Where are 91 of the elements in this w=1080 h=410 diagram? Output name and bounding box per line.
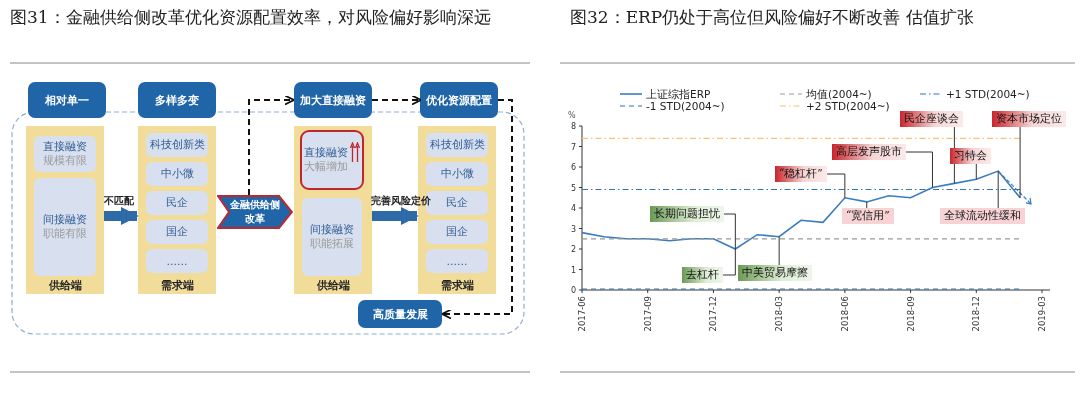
sub-text: 大幅增加 [304, 160, 348, 174]
sub-text: 规模有限 [43, 154, 87, 168]
category-box [426, 162, 488, 186]
tick-label: 7 [570, 142, 576, 152]
tick-label: 0 [570, 286, 576, 295]
legend-label: +1 STD(2004~) [946, 88, 1030, 100]
tick-label: 8 [570, 122, 576, 131]
tick-label: 4 [570, 204, 576, 213]
stage-box: 高质量发展 [358, 300, 442, 328]
category-text: 国企 [166, 225, 188, 239]
column-label: 需求端 [439, 279, 475, 293]
category-box [34, 178, 96, 276]
edge-label: 完善风险定价 [371, 194, 431, 208]
tick-label: 2017-06 [577, 296, 587, 332]
axis-title: % [568, 111, 576, 120]
category-text: …… [166, 255, 188, 267]
annotation-label: “宽信用” [842, 208, 894, 224]
category-text: 民企 [166, 196, 188, 210]
category-box [426, 133, 488, 157]
reform-chevron: 金融供给侧改革 [217, 195, 293, 229]
category-text: 科技创新类 [429, 138, 485, 152]
tick-label: 3 [570, 224, 576, 234]
annotation-label: “稳杠杆” [775, 166, 827, 182]
arrow [248, 94, 295, 196]
category-box [426, 220, 488, 244]
sub-text: 职能拓展 [310, 237, 354, 251]
category-text: 国企 [446, 225, 468, 239]
category-text: 间接融资 [43, 213, 87, 227]
legend-label: -1 STD(2004~) [646, 100, 725, 112]
column-label: 供给端 [47, 279, 83, 293]
figure-title: 图31：金融供给侧改革优化资源配置效率，对风险偏好影响深远 [10, 6, 492, 29]
annotation-label: 中美贸易摩擦 [738, 265, 812, 281]
column-panel [138, 126, 216, 294]
legend-item: +1 STD(2004~) [919, 88, 1030, 100]
highlighted-category-box [300, 130, 364, 190]
category-box [146, 191, 208, 215]
category-box [146, 249, 208, 273]
legend-item: 均值(2004~) [779, 88, 872, 100]
legend-label: 上证综指ERP [646, 88, 711, 100]
stage-box: 优化资源配置 [420, 82, 498, 118]
tick-label: 5 [570, 183, 576, 193]
legend-label: 均值(2004~) [805, 88, 872, 100]
tick-label: 2018-09 [905, 296, 916, 332]
category-box [146, 133, 208, 157]
category-text: …… [446, 255, 468, 267]
column-panel [26, 126, 104, 294]
category-text: 直接融资 [43, 140, 87, 154]
arrow [371, 94, 422, 106]
category-text: 直接融资 [304, 146, 348, 160]
tick-label: 2017-09 [642, 296, 653, 332]
column-label: 供给端 [315, 279, 351, 293]
category-box [146, 162, 208, 186]
stage-box: 加大直接融资 [294, 82, 372, 118]
legend-label: +2 STD(2004~) [806, 100, 890, 112]
column-panel [294, 126, 372, 294]
tick-label: 2 [570, 245, 576, 254]
category-text: 中小微 [160, 167, 194, 181]
annotation-label: 民企座谈会 [900, 111, 963, 127]
category-box [34, 136, 96, 172]
block-arrow [372, 207, 419, 225]
annotation-label: 资本市场定位 [992, 111, 1066, 127]
tick-label: 1 [570, 265, 576, 275]
legend-item: +2 STD(2004~) [779, 100, 890, 112]
tick-label: 2019-03 [1037, 296, 1047, 332]
category-box [426, 249, 488, 273]
annotation-label: 习特会 [950, 148, 991, 164]
legend-item: -1 STD(2004~) [619, 100, 725, 112]
category-text: 科技创新类 [149, 138, 205, 152]
tick-label: 2018-03 [774, 296, 785, 332]
category-text: 间接融资 [310, 223, 354, 237]
category-text: 民企 [446, 196, 468, 210]
tick-label: 6 [570, 163, 576, 172]
legend-item: 上证综指ERP [619, 88, 711, 100]
annotation-label: 长期问题担忧 [650, 206, 724, 222]
figure-title: 图32：ERP仍处于高位但风险偏好不断改善 估值扩张 [570, 6, 975, 29]
annotation-label: 高层发声股市 [832, 144, 906, 160]
sub-text: 职能有限 [43, 227, 87, 241]
tick-label: 2017-12 [708, 296, 719, 332]
category-box [302, 198, 362, 276]
annotation-label: 去杠杆 [682, 267, 723, 283]
column-label: 需求端 [159, 279, 195, 293]
category-box [146, 220, 208, 244]
tick-label: 2018-06 [839, 296, 850, 332]
tick-label: 2018-12 [971, 296, 982, 332]
block-arrow [104, 207, 139, 225]
edge-label: 不匹配 [104, 194, 134, 208]
annotation-label: 全球流动性缓和 [940, 208, 1025, 224]
stage-box: 相对单一 [28, 82, 106, 118]
stage-box: 多样多变 [138, 82, 216, 118]
arrow [441, 99, 513, 320]
category-text: 中小微 [440, 167, 474, 181]
